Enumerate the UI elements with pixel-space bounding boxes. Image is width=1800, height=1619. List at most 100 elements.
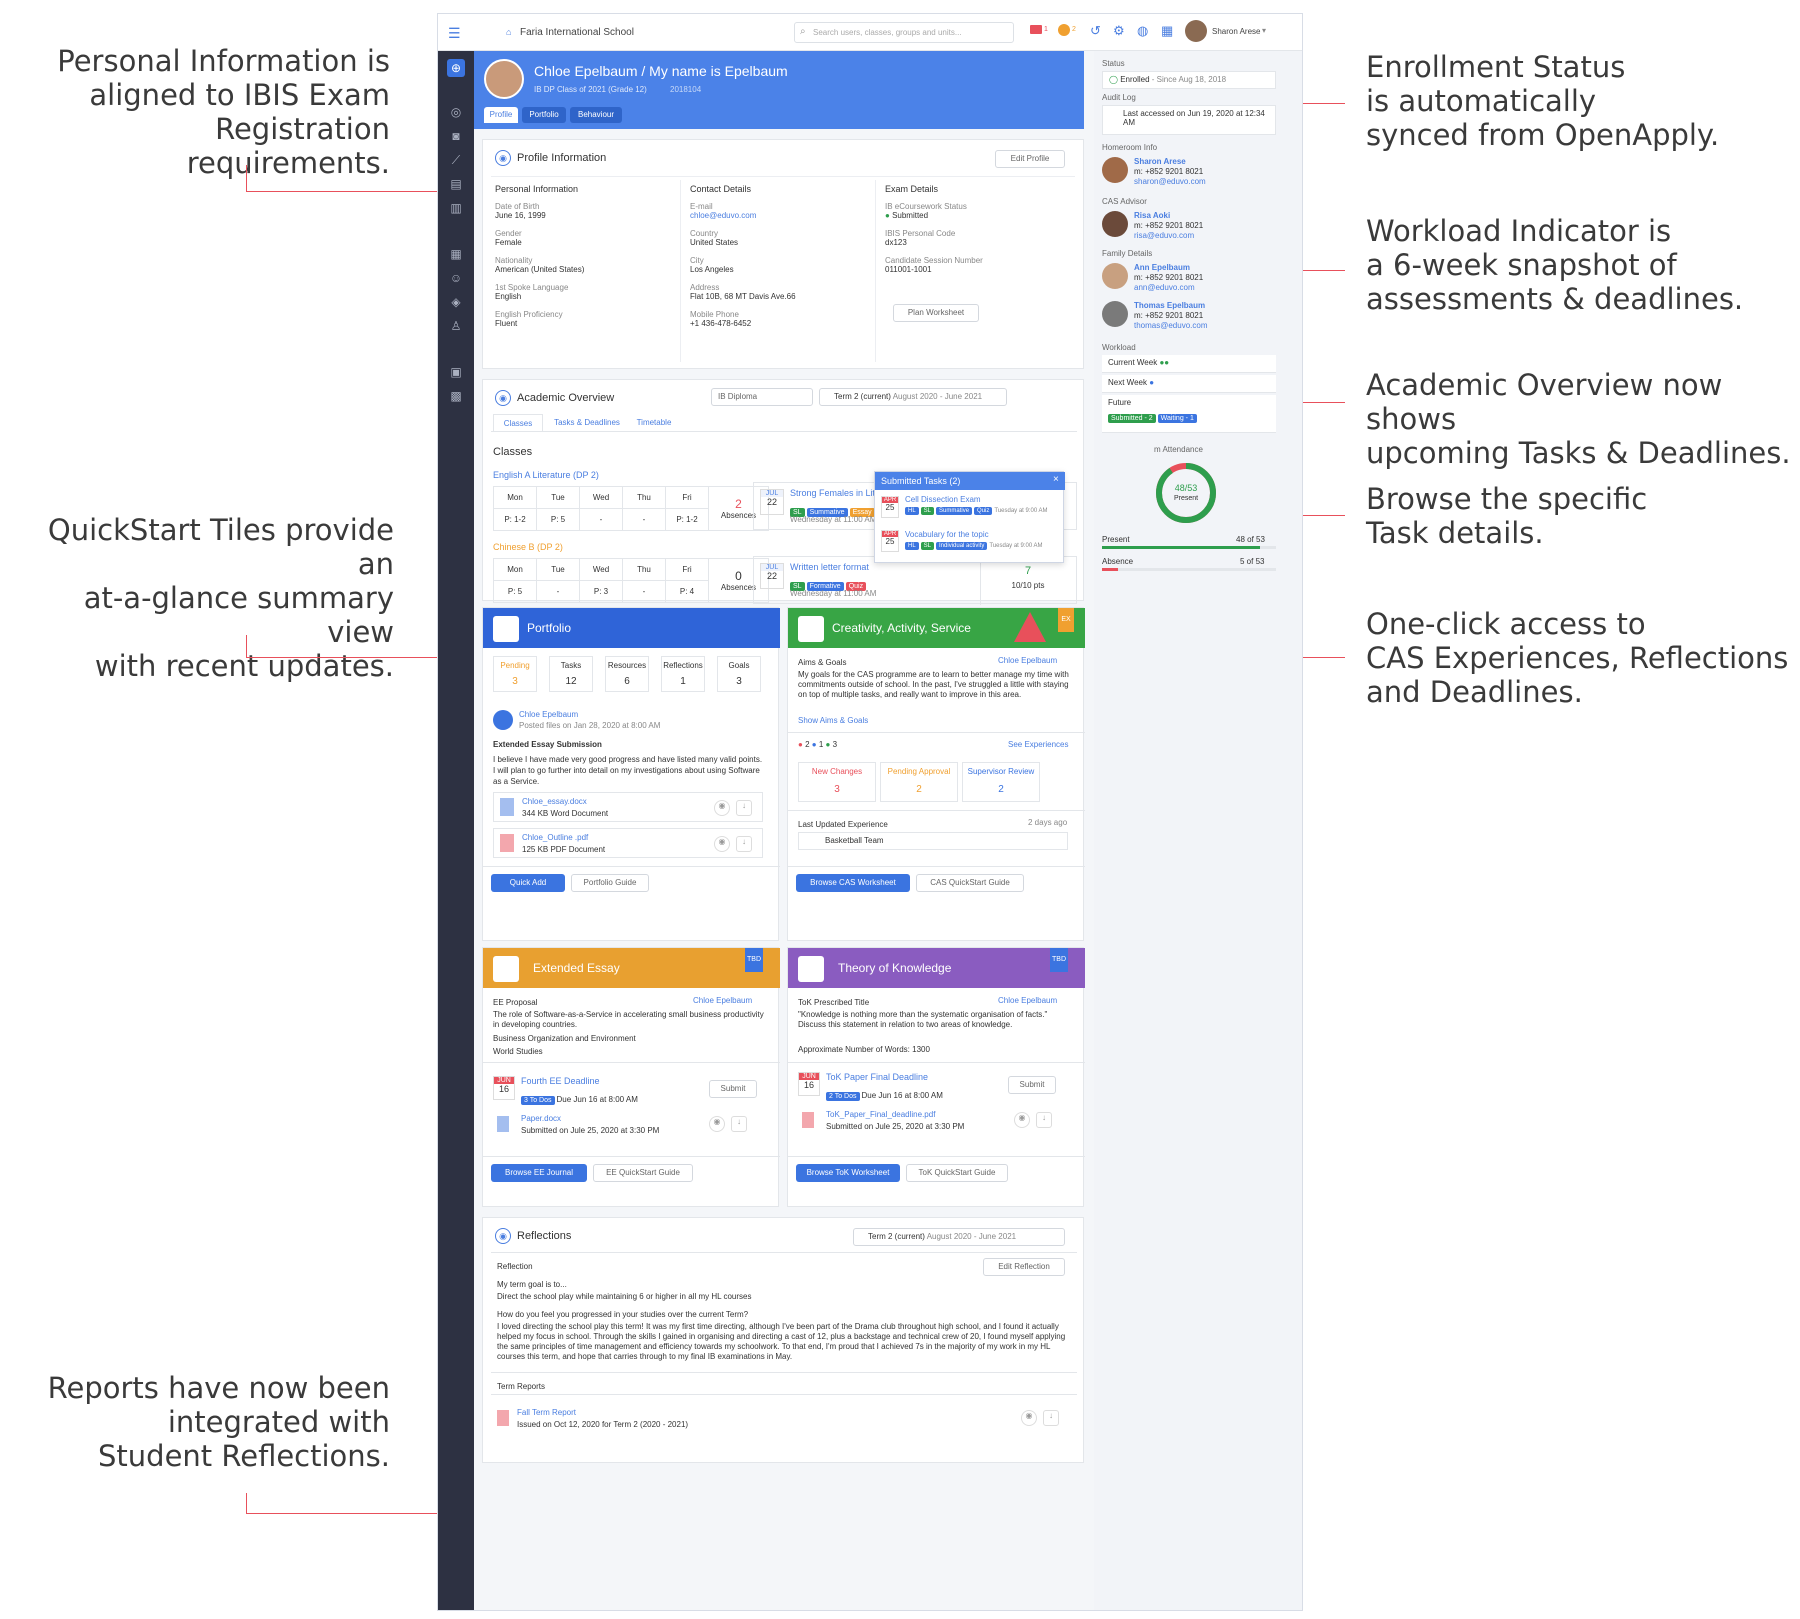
browse-ee-button[interactable]: Browse EE Journal xyxy=(491,1164,587,1182)
globe-icon[interactable]: ◍ xyxy=(1137,23,1149,38)
file-name[interactable]: ToK_Paper_Final_deadline.pdf xyxy=(826,1110,936,1119)
see-experiences-link[interactable]: See Experiences xyxy=(1008,740,1069,749)
experience-select[interactable]: Basketball Team xyxy=(798,832,1068,850)
quick-add-button[interactable]: Quick Add xyxy=(491,874,565,892)
program-select[interactable]: IB Diploma xyxy=(711,388,813,406)
book-icon[interactable]: ▥ xyxy=(450,201,462,215)
cas-author[interactable]: Chloe Epelbaum xyxy=(998,656,1058,665)
cas-advisor-name[interactable]: Risa Aoki xyxy=(1134,211,1171,220)
post-title: Extended Essay Submission xyxy=(493,740,602,749)
ee-author[interactable]: Chloe Epelbaum xyxy=(693,996,753,1005)
school-name[interactable]: Faria International School xyxy=(520,27,634,38)
menu-icon[interactable]: ☰ xyxy=(448,25,461,41)
mail-icon[interactable] xyxy=(1030,25,1042,34)
edit-reflection-button[interactable]: Edit Reflection xyxy=(983,1258,1065,1276)
tab-tasks-deadlines[interactable]: Tasks & Deadlines xyxy=(554,418,620,427)
home-icon[interactable]: ⌂ xyxy=(506,27,512,37)
calendar-icon[interactable]: ▤ xyxy=(450,177,462,191)
class-name[interactable]: Chinese B (DP 2) xyxy=(493,542,563,552)
view-icon[interactable]: ◉ xyxy=(714,800,730,816)
browse-tok-button[interactable]: Browse ToK Worksheet xyxy=(796,1164,900,1182)
download-icon[interactable]: ↓ xyxy=(731,1116,747,1132)
search-input[interactable]: ⌕ Search users, classes, groups and unit… xyxy=(794,22,1014,43)
apps-grid-icon[interactable]: ▦ xyxy=(1161,23,1174,38)
family-name[interactable]: Ann Epelbaum xyxy=(1134,263,1191,272)
add-icon[interactable]: ⊕ xyxy=(447,59,465,77)
classes-icon[interactable]: ▦ xyxy=(450,247,462,261)
tok-deadline[interactable]: ToK Paper Final Deadline xyxy=(826,1072,929,1082)
popup-task-title[interactable]: Cell Dissection Exam xyxy=(905,495,981,504)
post-author[interactable]: Chloe Epelbaum xyxy=(519,710,579,719)
task-title[interactable]: Strong Females in Literature xyxy=(790,488,890,498)
period-cell: - xyxy=(536,580,580,603)
tab-portfolio[interactable]: Portfolio xyxy=(522,107,566,123)
user-name[interactable]: Sharon Arese xyxy=(1212,27,1261,36)
file-item[interactable]: Chloe_essay.docx 344 KB Word Document ◉ … xyxy=(493,792,763,822)
ee-guide-button[interactable]: EE QuickStart Guide xyxy=(593,1164,693,1182)
download-icon[interactable]: ↓ xyxy=(1036,1112,1052,1128)
popup-task-title[interactable]: Vocabulary for the topic xyxy=(905,530,989,539)
view-icon[interactable]: ◉ xyxy=(1021,1410,1037,1426)
family-email[interactable]: ann@eduvo.com xyxy=(1134,283,1195,292)
class-name[interactable]: English A Literature (DP 2) xyxy=(493,470,599,480)
view-icon[interactable]: ◉ xyxy=(709,1116,725,1132)
gear-icon[interactable]: ⚙ xyxy=(1113,23,1125,38)
avatar[interactable] xyxy=(1185,20,1207,42)
report-name[interactable]: Fall Term Report xyxy=(517,1408,576,1417)
tab-classes[interactable]: Classes xyxy=(493,414,543,431)
tab-profile[interactable]: Profile xyxy=(484,107,518,123)
download-icon[interactable]: ↓ xyxy=(1043,1410,1059,1426)
close-icon[interactable]: × xyxy=(1053,474,1059,485)
term-select[interactable]: Term 2 (current) August 2020 - June 2021 xyxy=(819,388,1007,406)
family-name[interactable]: Thomas Epelbaum xyxy=(1134,301,1206,310)
chevron-down-icon[interactable]: ▾ xyxy=(1262,26,1267,35)
homeroom-name[interactable]: Sharon Arese xyxy=(1134,157,1186,166)
portfolio-guide-button[interactable]: Portfolio Guide xyxy=(571,874,649,892)
cas-guide-button[interactable]: CAS QuickStart Guide xyxy=(916,874,1024,892)
email-link[interactable]: chloe@eduvo.com xyxy=(690,211,757,220)
cas-advisor-email[interactable]: risa@eduvo.com xyxy=(1134,231,1195,240)
people-icon[interactable]: ☺ xyxy=(449,271,463,285)
ee-deadline[interactable]: Fourth EE Deadline xyxy=(521,1076,600,1086)
file-name[interactable]: Chloe_essay.docx xyxy=(522,797,587,806)
cube-icon[interactable]: ◈ xyxy=(451,295,461,309)
view-icon[interactable]: ◉ xyxy=(1014,1112,1030,1128)
download-icon[interactable]: ↓ xyxy=(736,800,752,816)
schedule-icon[interactable]: ▩ xyxy=(450,389,462,403)
user-icon[interactable]: ♙ xyxy=(450,319,462,333)
file-name[interactable]: Paper.docx xyxy=(521,1114,562,1123)
plan-worksheet-button[interactable]: Plan Worksheet xyxy=(893,304,979,322)
file-name[interactable]: Chloe_Outline .pdf xyxy=(522,833,589,842)
family-email[interactable]: thomas@eduvo.com xyxy=(1134,321,1208,330)
term-select[interactable]: Term 2 (current) August 2020 - June 2021 xyxy=(853,1228,1065,1246)
browse-cas-button[interactable]: Browse CAS Worksheet xyxy=(796,874,910,892)
tab-behaviour[interactable]: Behaviour xyxy=(570,107,622,123)
submit-button[interactable]: Submit xyxy=(1008,1076,1056,1094)
task-title[interactable]: Written letter format xyxy=(790,562,869,572)
tab-timetable[interactable]: Timetable xyxy=(636,418,672,427)
view-icon[interactable]: ◉ xyxy=(714,836,730,852)
tok-guide-button[interactable]: ToK QuickStart Guide xyxy=(906,1164,1008,1182)
report-icon[interactable]: ▣ xyxy=(450,365,462,379)
tok-author[interactable]: Chloe Epelbaum xyxy=(998,996,1058,1005)
notification-icon[interactable] xyxy=(1058,24,1070,36)
edit-profile-button[interactable]: Edit Profile xyxy=(995,150,1065,168)
submit-button[interactable]: Submit xyxy=(709,1080,757,1098)
file-item[interactable]: Chloe_Outline .pdf 125 KB PDF Document ◉… xyxy=(493,828,763,858)
show-aims-link[interactable]: Show Aims & Goals xyxy=(798,716,869,725)
camera-icon[interactable]: ◙ xyxy=(452,129,460,143)
chart-icon[interactable]: ⟋ xyxy=(451,153,461,167)
dashboard-icon[interactable]: ◎ xyxy=(450,105,462,119)
homeroom-email[interactable]: sharon@eduvo.com xyxy=(1134,177,1206,186)
history-icon[interactable]: ↺ xyxy=(1090,23,1101,38)
download-icon[interactable]: ↓ xyxy=(736,836,752,852)
